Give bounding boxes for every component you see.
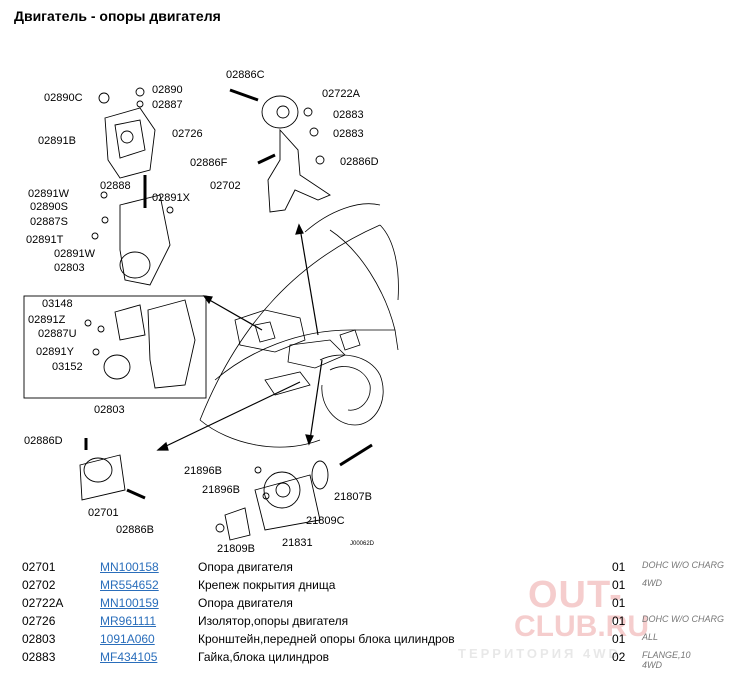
label-02883: 02883 bbox=[333, 109, 364, 121]
label-02890: 02890 bbox=[152, 84, 183, 96]
part-name: Гайка,блока цилиндров bbox=[198, 650, 330, 664]
callout-arrows bbox=[156, 223, 323, 451]
label-03152: 03152 bbox=[52, 361, 83, 373]
part-quantity: 01 bbox=[612, 578, 626, 592]
table-row: 02722A MN100159 Опора двигателя 01 bbox=[22, 596, 724, 614]
diagram-reference-code: J00062D bbox=[350, 541, 375, 547]
label-02887U: 02887U bbox=[38, 328, 77, 340]
part-code: 02883 bbox=[22, 650, 56, 664]
label-02803-upper: 02803 bbox=[54, 262, 85, 274]
part-name: Опора двигателя bbox=[198, 596, 293, 610]
part-number-link[interactable]: 1091A060 bbox=[100, 632, 155, 646]
part-number-link[interactable]: MR554652 bbox=[100, 578, 159, 592]
label-02886F: 02886F bbox=[190, 157, 228, 169]
label-02886D: 02886D bbox=[340, 156, 379, 168]
engine-mount-lower-left bbox=[79, 438, 146, 501]
part-name: Кронштейн,передней опоры блока цилиндров bbox=[198, 632, 455, 646]
label-02891Y: 02891Y bbox=[36, 346, 75, 358]
part-code: 02722A bbox=[22, 596, 64, 610]
label-02701: 02701 bbox=[88, 507, 119, 519]
part-note: DOHC W/O CHARG bbox=[642, 560, 724, 570]
part-quantity: 01 bbox=[612, 560, 626, 574]
part-number-link[interactable]: MN100159 bbox=[100, 596, 159, 610]
parts-diagram: 02890C 02890 02887 02726 02891B 02888 02… bbox=[23, 69, 399, 555]
label-02803-box: 02803 bbox=[94, 404, 125, 416]
table-row: 02803 1091A060 Кронштейн,передней опоры бл… bbox=[22, 632, 724, 650]
part-note: ALL bbox=[642, 632, 659, 642]
part-name: Крепеж покрытия днища bbox=[198, 578, 336, 592]
label-02726: 02726 bbox=[172, 128, 203, 140]
engine-mount-assembly-upper-left bbox=[91, 87, 174, 286]
label-02891T: 02891T bbox=[26, 234, 64, 246]
part-quantity: 01 bbox=[612, 596, 626, 610]
label-02891W: 02891W bbox=[28, 188, 70, 200]
part-code: 02702 bbox=[22, 578, 56, 592]
label-21809C: 21809C bbox=[306, 515, 345, 527]
table-row: 02701 MN100158 Опора двигателя 01 DOHC W/O C… bbox=[22, 560, 724, 578]
part-note: 4WD bbox=[642, 578, 662, 588]
label-02886B: 02886B bbox=[116, 524, 154, 536]
part-quantity: 01 bbox=[612, 632, 626, 646]
label-02702: 02702 bbox=[210, 180, 241, 192]
part-code: 02726 bbox=[22, 614, 56, 628]
label-02888: 02888 bbox=[100, 180, 131, 192]
part-note: FLANGE,10 4WD bbox=[642, 650, 691, 670]
part-quantity: 02 bbox=[612, 650, 626, 664]
label-21809B: 21809B bbox=[217, 543, 255, 555]
label-02883-lower: 02883 bbox=[333, 128, 364, 140]
label-21831: 21831 bbox=[282, 537, 313, 549]
part-number-link[interactable]: MF434105 bbox=[100, 650, 158, 664]
car-body-outline bbox=[199, 203, 399, 448]
label-02891X: 02891X bbox=[152, 192, 191, 204]
part-note: DOHC W/O CHARG bbox=[642, 614, 724, 624]
part-code: 02803 bbox=[22, 632, 56, 646]
label-21896B: 21896B bbox=[184, 465, 222, 477]
table-row: 02726 MR961111 Изолятор,опоры двигателя 01 D… bbox=[22, 614, 724, 632]
part-number-link[interactable]: MN100158 bbox=[100, 560, 159, 574]
engine-mount-assembly-upper-right bbox=[229, 88, 331, 213]
table-row: 02883 MF434105 Гайка,блока цилиндров 02 FLAN… bbox=[22, 650, 724, 670]
label-02890S: 02890S bbox=[30, 201, 68, 213]
label-02891B: 02891B bbox=[38, 135, 76, 147]
part-name: Изолятор,опоры двигателя bbox=[198, 614, 349, 628]
page-title: Двигатель - опоры двигателя bbox=[14, 8, 221, 24]
label-21807B: 21807B bbox=[334, 491, 372, 503]
diagram-labels: 02890C 02890 02887 02726 02891B 02888 02… bbox=[24, 69, 379, 555]
label-02722A: 02722A bbox=[322, 88, 361, 100]
label-02887: 02887 bbox=[152, 99, 183, 111]
label-02886D-lower: 02886D bbox=[24, 435, 63, 447]
part-quantity: 01 bbox=[612, 614, 626, 628]
part-name: Опора двигателя bbox=[198, 560, 293, 574]
label-02890C: 02890C bbox=[44, 92, 83, 104]
label-02891Z: 02891Z bbox=[28, 314, 66, 326]
part-code: 02701 bbox=[22, 560, 56, 574]
table-row: 02702 MR554652 Крепеж покрытия днища 01 4WD bbox=[22, 578, 724, 596]
label-02886C: 02886C bbox=[226, 69, 265, 81]
engine-mount-lower-right bbox=[215, 443, 373, 541]
label-21896B-lower: 21896B bbox=[202, 484, 240, 496]
bracket-detail-box bbox=[23, 295, 207, 399]
label-02887S: 02887S bbox=[30, 216, 68, 228]
label-02891W-lower: 02891W bbox=[54, 248, 96, 260]
label-03148: 03148 bbox=[42, 298, 73, 310]
part-number-link[interactable]: MR961111 bbox=[100, 614, 157, 628]
